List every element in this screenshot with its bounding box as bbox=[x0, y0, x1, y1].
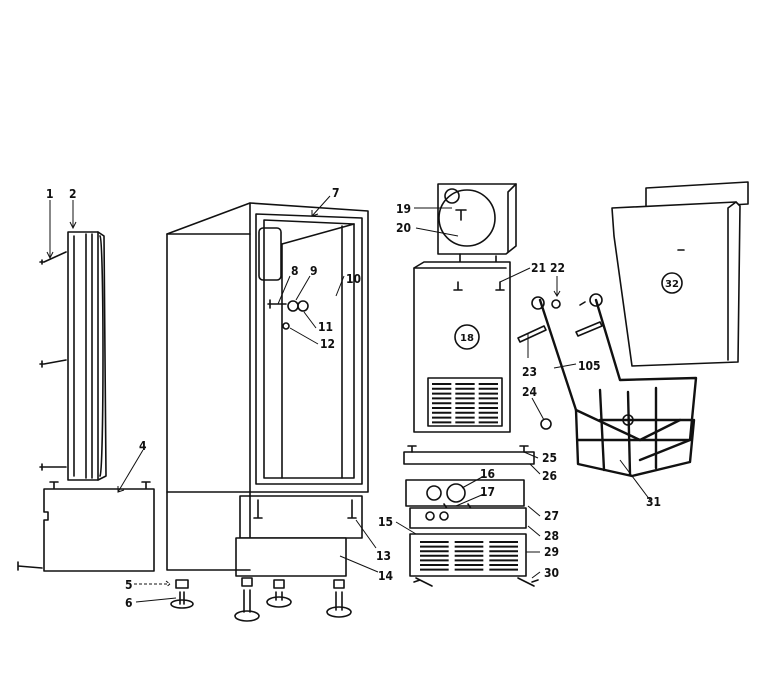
part-label-8: 8 bbox=[291, 264, 299, 278]
part-label-6: 6 bbox=[125, 596, 133, 610]
part-label-29: 29 bbox=[544, 545, 559, 559]
part-label-26: 26 bbox=[542, 469, 557, 483]
part-label-2: 2 bbox=[69, 187, 77, 201]
part-label-21: 21 bbox=[531, 261, 546, 275]
part-label-105: 105 bbox=[578, 359, 601, 373]
part-label-10: 10 bbox=[346, 272, 361, 286]
part-label-25: 25 bbox=[542, 451, 557, 465]
part-label-4: 4 bbox=[139, 439, 147, 453]
part-label-31: 31 bbox=[646, 495, 661, 509]
part-label-14: 14 bbox=[378, 569, 394, 583]
part-label-24: 24 bbox=[522, 385, 538, 399]
part-label-23: 23 bbox=[522, 365, 537, 379]
part-label-1: 1 bbox=[46, 187, 54, 201]
part-label-11: 11 bbox=[318, 320, 333, 334]
part-label-13: 13 bbox=[376, 549, 391, 563]
part-label-15: 15 bbox=[378, 515, 393, 529]
part-label-28: 28 bbox=[544, 529, 559, 543]
refrigeration-unit bbox=[413, 183, 517, 433]
base-block bbox=[17, 481, 155, 572]
part-label-32: 32 bbox=[665, 279, 679, 290]
part-label-16: 16 bbox=[480, 467, 495, 481]
part-label-7: 7 bbox=[332, 186, 340, 200]
door-assembly bbox=[39, 231, 107, 481]
part-label-18: 18 bbox=[460, 333, 474, 344]
part-label-27: 27 bbox=[544, 509, 559, 523]
leveling-feet bbox=[170, 577, 352, 622]
part-label-5: 5 bbox=[125, 578, 133, 592]
part-label-9: 9 bbox=[310, 264, 318, 278]
part-labels: 1 2 4 5 6 7 8 9 10 11 12 13 14 15 16 17 … bbox=[46, 186, 679, 610]
part-label-20: 20 bbox=[396, 221, 411, 235]
cabinet bbox=[166, 202, 369, 577]
part-label-30: 30 bbox=[544, 566, 559, 580]
base-components bbox=[403, 445, 539, 587]
part-label-17: 17 bbox=[480, 485, 495, 499]
part-label-12: 12 bbox=[320, 337, 335, 351]
leader-lines bbox=[46, 195, 651, 603]
part-label-22: 22 bbox=[550, 261, 565, 275]
part-label-19: 19 bbox=[396, 202, 411, 216]
ice-bin bbox=[611, 181, 749, 367]
ice-maker-rack bbox=[517, 293, 698, 478]
